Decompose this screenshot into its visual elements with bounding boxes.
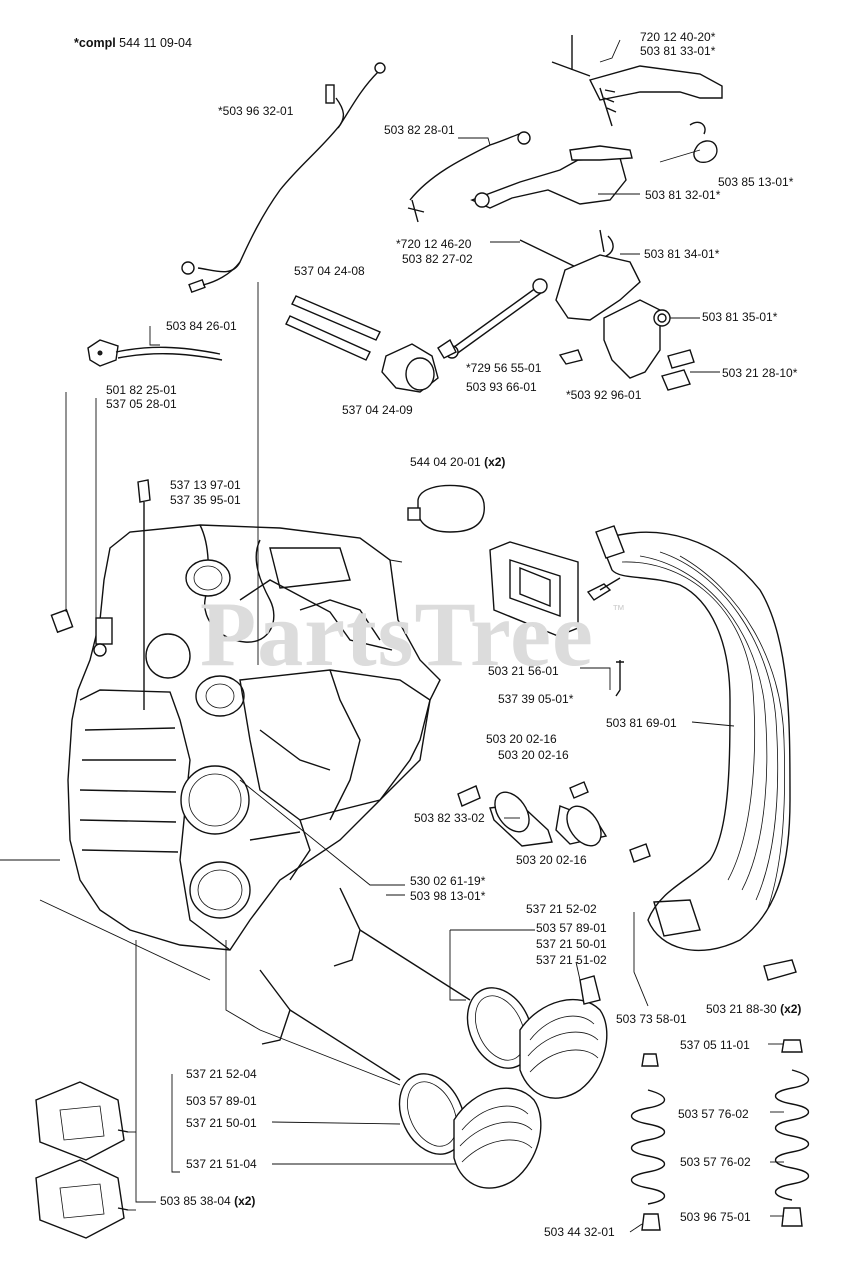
part-label: 503 96 75-01 (680, 1210, 751, 1224)
crankcase-housing-drawing (50, 479, 441, 951)
air-filter-drawing (407, 484, 485, 533)
part-label: 503 82 33-02 (414, 811, 485, 825)
vibration-mounts-drawing (35, 1081, 129, 1239)
quantity: (x2) (484, 455, 506, 469)
part-label: 537 35 95-01 (170, 493, 241, 507)
part-label: 537 04 24-09 (342, 403, 413, 417)
intake-adapter-drawing (489, 541, 624, 697)
watermark: PartsTree (200, 583, 594, 685)
part-label: 537 21 50-01 (536, 937, 607, 951)
part-label: 503 93 66-01 (466, 380, 537, 394)
fuel-caps-drawing (259, 887, 608, 1189)
part-label: 503 81 32-01* (645, 188, 721, 202)
fuel-pickup-drawing (457, 781, 651, 863)
part-label: 503 21 56-01 (488, 664, 559, 678)
rods-drawing (285, 295, 439, 393)
part-label: 537 21 51-02 (536, 953, 607, 967)
part-label: 503 98 13-01* (410, 889, 486, 903)
part-label: 537 21 52-04 (186, 1067, 257, 1081)
compl-number: 544 11 09-04 (119, 36, 192, 50)
part-label: 503 73 58-01 (616, 1012, 687, 1026)
part-label: 503 20 02-16 (516, 853, 587, 867)
part-number: 503 85 38-04 (160, 1194, 231, 1208)
springs-drawing (630, 1039, 810, 1231)
part-label: 537 21 50-01 (186, 1116, 257, 1130)
part-label: 503 57 89-01 (186, 1094, 257, 1108)
part-label: 501 82 25-01 (106, 383, 177, 397)
part-number: 544 04 20-01 (410, 455, 481, 469)
part-label: 503 82 27-02 (402, 252, 473, 266)
quantity: (x2) (780, 1002, 802, 1016)
compl-label: *compl 544 11 09-04 (74, 36, 192, 50)
part-number: 503 21 88-30 (706, 1002, 777, 1016)
part-label: 537 05 11-01 (680, 1038, 750, 1052)
part-label: *503 92 96-01 (566, 388, 642, 402)
air-hose-drawing (595, 525, 797, 981)
part-label: 503 85 13-01* (718, 175, 794, 189)
watermark-trademark: ™ (612, 602, 625, 617)
leader-lines (0, 39, 784, 1233)
part-label: *720 12 46-20 (396, 237, 472, 251)
quantity: (x2) (234, 1194, 256, 1208)
cable-part-drawing (87, 339, 223, 367)
part-label: 503 20 02-16 (498, 748, 569, 762)
part-label: 537 21 52-02 (526, 902, 597, 916)
part-label: 537 04 24-08 (294, 264, 365, 278)
part-label: 503 57 76-02 (680, 1155, 751, 1169)
part-label: 530 02 61-19* (410, 874, 486, 888)
part-label: 503 21 28-10* (722, 366, 798, 380)
compl-prefix: *compl (74, 36, 116, 50)
part-label: 537 13 97-01 (170, 478, 241, 492)
part-label: 503 81 69-01 (606, 716, 677, 730)
part-label: 537 39 05-01* (498, 692, 574, 706)
part-label: 537 21 51-04 (186, 1157, 257, 1171)
throttle-handle-drawing (407, 35, 723, 391)
part-label: 537 05 28-01 (106, 397, 177, 411)
part-label: *729 56 55-01 (466, 361, 542, 375)
wire-harness-drawing (181, 62, 386, 294)
part-label: 503 21 88-30 (x2) (706, 1002, 801, 1016)
part-label: 503 57 89-01 (536, 921, 607, 935)
part-label: 720 12 40-20* (640, 30, 716, 44)
part-label: *503 96 32-01 (218, 104, 294, 118)
part-label: 503 57 76-02 (678, 1107, 749, 1121)
part-label: 503 85 38-04 (x2) (160, 1194, 255, 1208)
part-label: 544 04 20-01 (x2) (410, 455, 505, 469)
part-label: 503 82 28-01 (384, 123, 455, 137)
part-label: 503 81 33-01* (640, 44, 716, 58)
part-label: 503 81 34-01* (644, 247, 720, 261)
part-label: 503 81 35-01* (702, 310, 778, 324)
part-label: 503 20 02-16 (486, 732, 557, 746)
part-label: 503 84 26-01 (166, 319, 237, 333)
part-label: 503 44 32-01 (544, 1225, 615, 1239)
